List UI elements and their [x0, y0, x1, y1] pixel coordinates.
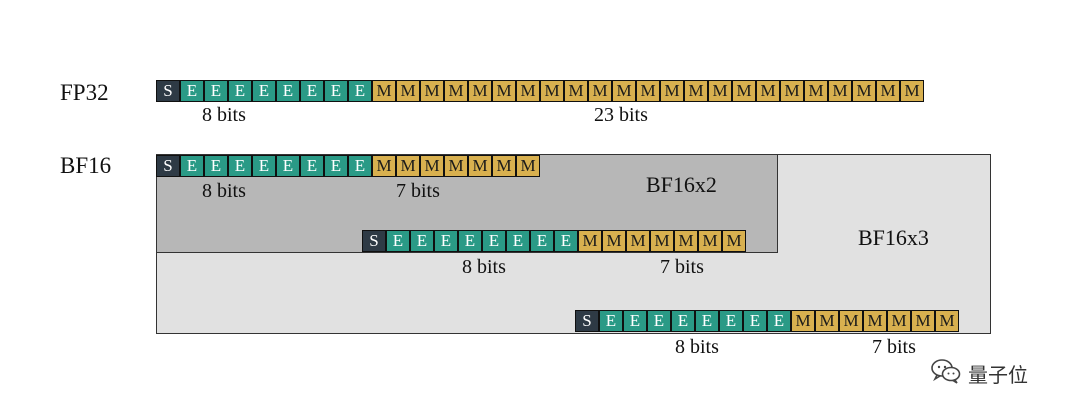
bf16-1-exponent-bits-label: 8 bits: [202, 180, 246, 202]
fp32-mantissa-bits-label: 23 bits: [594, 104, 648, 126]
exponent-bit-cell: E: [695, 310, 719, 332]
mantissa-bit-cell: M: [900, 80, 924, 102]
sign-bit-cell: S: [156, 155, 180, 177]
mantissa-bit-cell: M: [396, 155, 420, 177]
mantissa-bit-cell: M: [660, 80, 684, 102]
exponent-bit-cell: E: [348, 80, 372, 102]
exponent-bit-cell: E: [719, 310, 743, 332]
exponent-bit-cell: E: [180, 80, 204, 102]
mantissa-bit-cell: M: [516, 155, 540, 177]
mantissa-bit-cell: M: [756, 80, 780, 102]
mantissa-bit-cell: M: [492, 155, 516, 177]
mantissa-bit-cell: M: [650, 230, 674, 252]
mantissa-bit-cell: M: [468, 155, 492, 177]
exponent-bit-cell: E: [324, 80, 348, 102]
exponent-bit-cell: E: [530, 230, 554, 252]
exponent-bit-cell: E: [767, 310, 791, 332]
sign-bit-cell: S: [156, 80, 180, 102]
mantissa-bit-cell: M: [516, 80, 540, 102]
exponent-bit-cell: E: [276, 80, 300, 102]
mantissa-bit-cell: M: [863, 310, 887, 332]
mantissa-bit-cell: M: [396, 80, 420, 102]
mantissa-bit-cell: M: [780, 80, 804, 102]
mantissa-bit-cell: M: [911, 310, 935, 332]
bf16-label: BF16: [60, 153, 112, 178]
watermark-text: 量子位: [968, 363, 1028, 387]
exponent-bit-cell: E: [204, 155, 228, 177]
mantissa-bit-cell: M: [372, 80, 396, 102]
mantissa-bit-cell: M: [887, 310, 911, 332]
exponent-bit-cell: E: [506, 230, 530, 252]
mantissa-bit-cell: M: [684, 80, 708, 102]
sign-bit-cell: S: [575, 310, 599, 332]
mantissa-bit-cell: M: [492, 80, 516, 102]
mantissa-bit-cell: M: [839, 310, 863, 332]
exponent-bit-cell: E: [599, 310, 623, 332]
mantissa-bit-cell: M: [708, 80, 732, 102]
exponent-bit-cell: E: [386, 230, 410, 252]
mantissa-bit-cell: M: [722, 230, 746, 252]
bf16-2-mantissa-bits-label: 7 bits: [660, 256, 704, 278]
mantissa-bit-cell: M: [602, 230, 626, 252]
mantissa-bit-cell: M: [564, 80, 588, 102]
exponent-bit-cell: E: [300, 155, 324, 177]
mantissa-bit-cell: M: [732, 80, 756, 102]
exponent-bit-cell: E: [324, 155, 348, 177]
mantissa-bit-cell: M: [612, 80, 636, 102]
mantissa-bit-cell: M: [420, 155, 444, 177]
exponent-bit-cell: E: [482, 230, 506, 252]
watermark: 量子位: [930, 357, 1028, 390]
bf16x2-label: BF16x2: [646, 172, 717, 197]
mantissa-bit-cell: M: [420, 80, 444, 102]
sign-bit-cell: S: [362, 230, 386, 252]
exponent-bit-cell: E: [410, 230, 434, 252]
bf16-3-exponent-bits-label: 8 bits: [675, 336, 719, 358]
bf16x3-label: BF16x3: [858, 225, 929, 250]
mantissa-bit-cell: M: [444, 155, 468, 177]
mantissa-bit-cell: M: [636, 80, 660, 102]
exponent-bit-cell: E: [434, 230, 458, 252]
exponent-bit-cell: E: [671, 310, 695, 332]
exponent-bit-cell: E: [743, 310, 767, 332]
exponent-bit-cell: E: [623, 310, 647, 332]
exponent-bit-cell: E: [180, 155, 204, 177]
mantissa-bit-cell: M: [804, 80, 828, 102]
mantissa-bit-cell: M: [815, 310, 839, 332]
mantissa-bit-cell: M: [540, 80, 564, 102]
wechat-icon: [930, 357, 962, 390]
exponent-bit-cell: E: [252, 80, 276, 102]
exponent-bit-cell: E: [228, 155, 252, 177]
exponent-bit-cell: E: [458, 230, 482, 252]
mantissa-bit-cell: M: [698, 230, 722, 252]
bf16-2-exponent-bits-label: 8 bits: [462, 256, 506, 278]
mantissa-bit-cell: M: [674, 230, 698, 252]
mantissa-bit-cell: M: [578, 230, 602, 252]
mantissa-bit-cell: M: [876, 80, 900, 102]
exponent-bit-cell: E: [252, 155, 276, 177]
exponent-bit-cell: E: [554, 230, 578, 252]
mantissa-bit-cell: M: [791, 310, 815, 332]
fp32-label: FP32: [60, 80, 109, 105]
bf16-1-mantissa-bits-label: 7 bits: [396, 180, 440, 202]
exponent-bit-cell: E: [276, 155, 300, 177]
mantissa-bit-cell: M: [588, 80, 612, 102]
fp32-exponent-bits-label: 8 bits: [202, 104, 246, 126]
exponent-bit-cell: E: [228, 80, 252, 102]
exponent-bit-cell: E: [647, 310, 671, 332]
exponent-bit-cell: E: [348, 155, 372, 177]
mantissa-bit-cell: M: [935, 310, 959, 332]
mantissa-bit-cell: M: [626, 230, 650, 252]
mantissa-bit-cell: M: [468, 80, 492, 102]
mantissa-bit-cell: M: [372, 155, 396, 177]
bf16-3-mantissa-bits-label: 7 bits: [872, 336, 916, 358]
exponent-bit-cell: E: [204, 80, 228, 102]
mantissa-bit-cell: M: [444, 80, 468, 102]
mantissa-bit-cell: M: [852, 80, 876, 102]
exponent-bit-cell: E: [300, 80, 324, 102]
mantissa-bit-cell: M: [828, 80, 852, 102]
